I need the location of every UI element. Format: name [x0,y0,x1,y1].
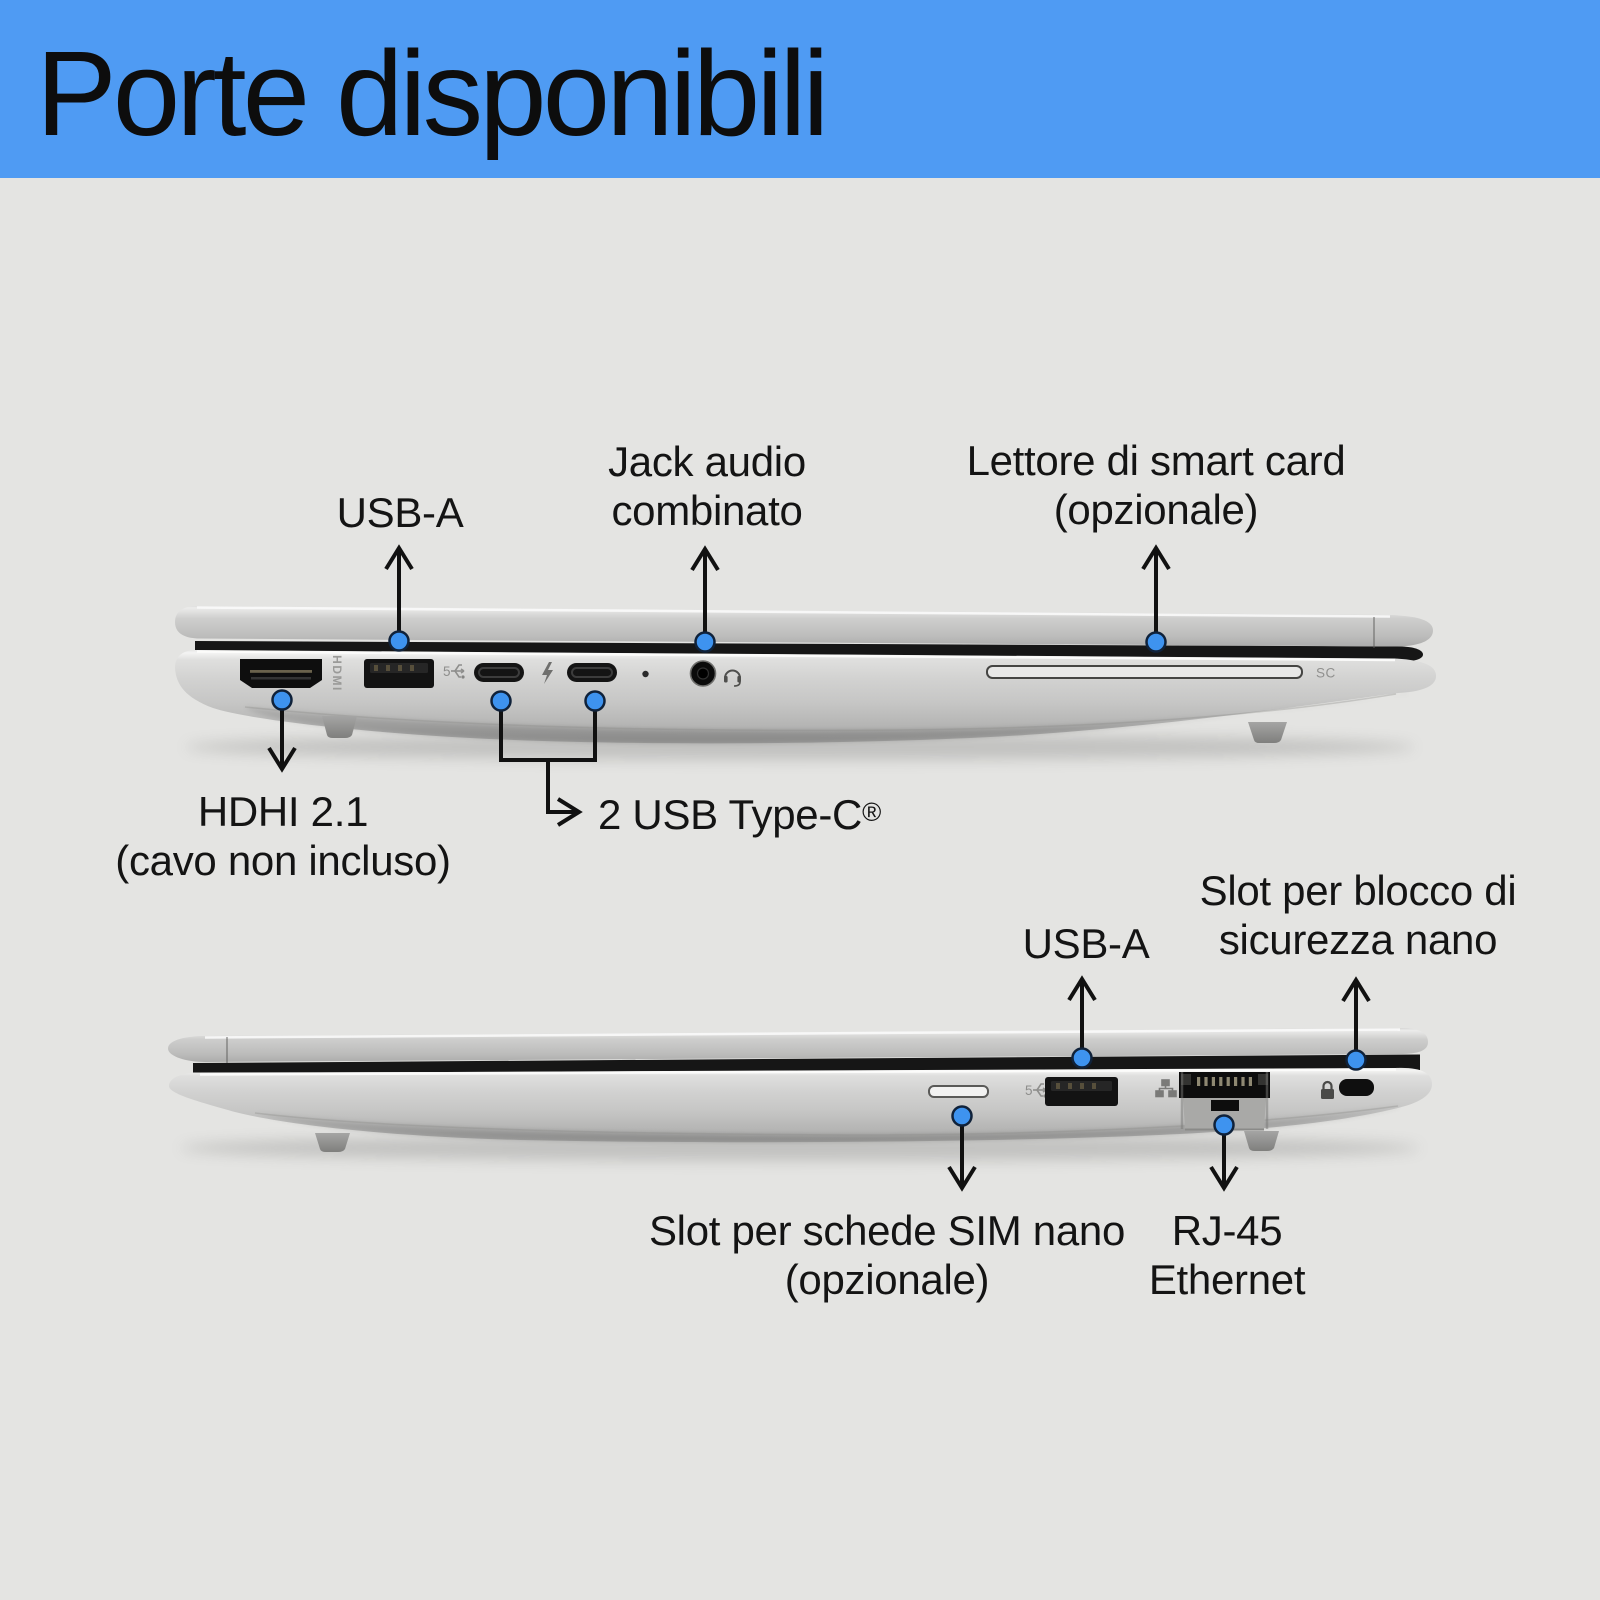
marker-hdmi [271,689,293,711]
label-usb-a-bottom: USB-A [1022,920,1150,967]
lid-top-rim [196,606,1391,618]
registered-mark: ® [862,797,882,827]
audio-jack-port [689,660,717,687]
label-smart-card: Lettore di smart card (opzionale) [966,437,1346,533]
page-title: Porte disponibili [36,25,829,161]
laptop-left-side-view: HDMI 5 [175,606,1437,760]
marker-audio-jack [694,631,716,653]
usb-c-port-2 [567,663,617,682]
svg-text:5: 5 [443,664,451,679]
hdmi-port [240,659,322,688]
label-usb-c: 2 USB Type-C® [598,788,881,839]
padlock-icon [1321,1080,1334,1099]
rubber-foot [322,716,357,738]
arrow-audio-jack [690,545,720,642]
marker-usb-c-1 [490,690,512,712]
marker-usb-c-2 [584,690,606,712]
hinge-gap [195,641,1423,662]
usb-5gbps-icon: 5 [443,664,465,679]
usb-c-port-2-inner [571,667,613,678]
arrow-sim-slot [947,1126,977,1192]
marker-sim-slot [951,1105,973,1127]
base-top-rim [199,1068,1397,1076]
annotations [267,544,1371,1192]
ethernet-icon [1155,1079,1177,1098]
hinge-gap [193,1054,1420,1073]
marker-usb-a-top [388,630,410,652]
arrow-ethernet [1209,1135,1239,1192]
usb-a-port [1045,1077,1118,1106]
marker-lock-slot [1345,1049,1367,1071]
label-usb-c-text: 2 USB Type-C [598,791,863,838]
usb-c-port-1-inner [478,667,520,678]
label-lock-slot: Slot per blocco di sicurezza nano [1199,867,1517,963]
rj45-port [1179,1072,1279,1151]
rubber-foot [315,1133,350,1152]
smart-card-slot [986,665,1303,679]
base-underside [245,693,1410,744]
arrow-usb-a-top [384,544,414,641]
label-ethernet: RJ-45 Ethernet [1148,1207,1306,1303]
laptop-right-side-view: 5 [168,1028,1432,1161]
label-usb-a-top: USB-A [336,489,464,536]
marker-ethernet [1213,1114,1235,1136]
headset-icon [724,669,741,687]
rubber-foot [1248,722,1287,743]
base-underside-seam [244,693,1397,732]
marker-smart-card [1145,631,1167,653]
usb-c-port-1 [474,663,524,682]
hdmi-marking: HDMI [330,655,344,692]
base-underside [255,1106,1398,1143]
lid-top-rim [204,1028,1401,1039]
mic-hole [642,670,649,678]
arrow-hdmi [267,709,297,773]
nano-lock-slot [1339,1079,1374,1096]
usb-5gbps-icon: 5 [1025,1083,1047,1098]
smart-card-marking: SC [1316,666,1336,681]
label-hdmi: HDHI 2.1 (cavo non incluso) [115,788,451,884]
marker-usb-a-bottom [1071,1047,1093,1069]
thunderbolt-icon [542,662,553,684]
laptop-shadow [180,1135,1420,1161]
port-markers [271,630,1367,1136]
laptop-shadow [185,734,1415,760]
arrow-lock-slot [1341,976,1371,1054]
label-audio-jack: Jack audio combinato [608,438,806,534]
svg-text:5: 5 [1025,1083,1033,1098]
arrow-usb-a-bottom [1067,975,1097,1052]
usb-a-port [364,659,434,688]
arrow-smart-card [1141,544,1171,642]
sim-slot [928,1085,989,1098]
base-top-rim [196,650,1396,662]
connector-usb-c [499,710,597,827]
lid [175,606,1433,647]
label-sim-slot: Slot per schede SIM nano (opzionale) [648,1207,1126,1303]
title-banner: Porte disponibili [0,0,1600,178]
